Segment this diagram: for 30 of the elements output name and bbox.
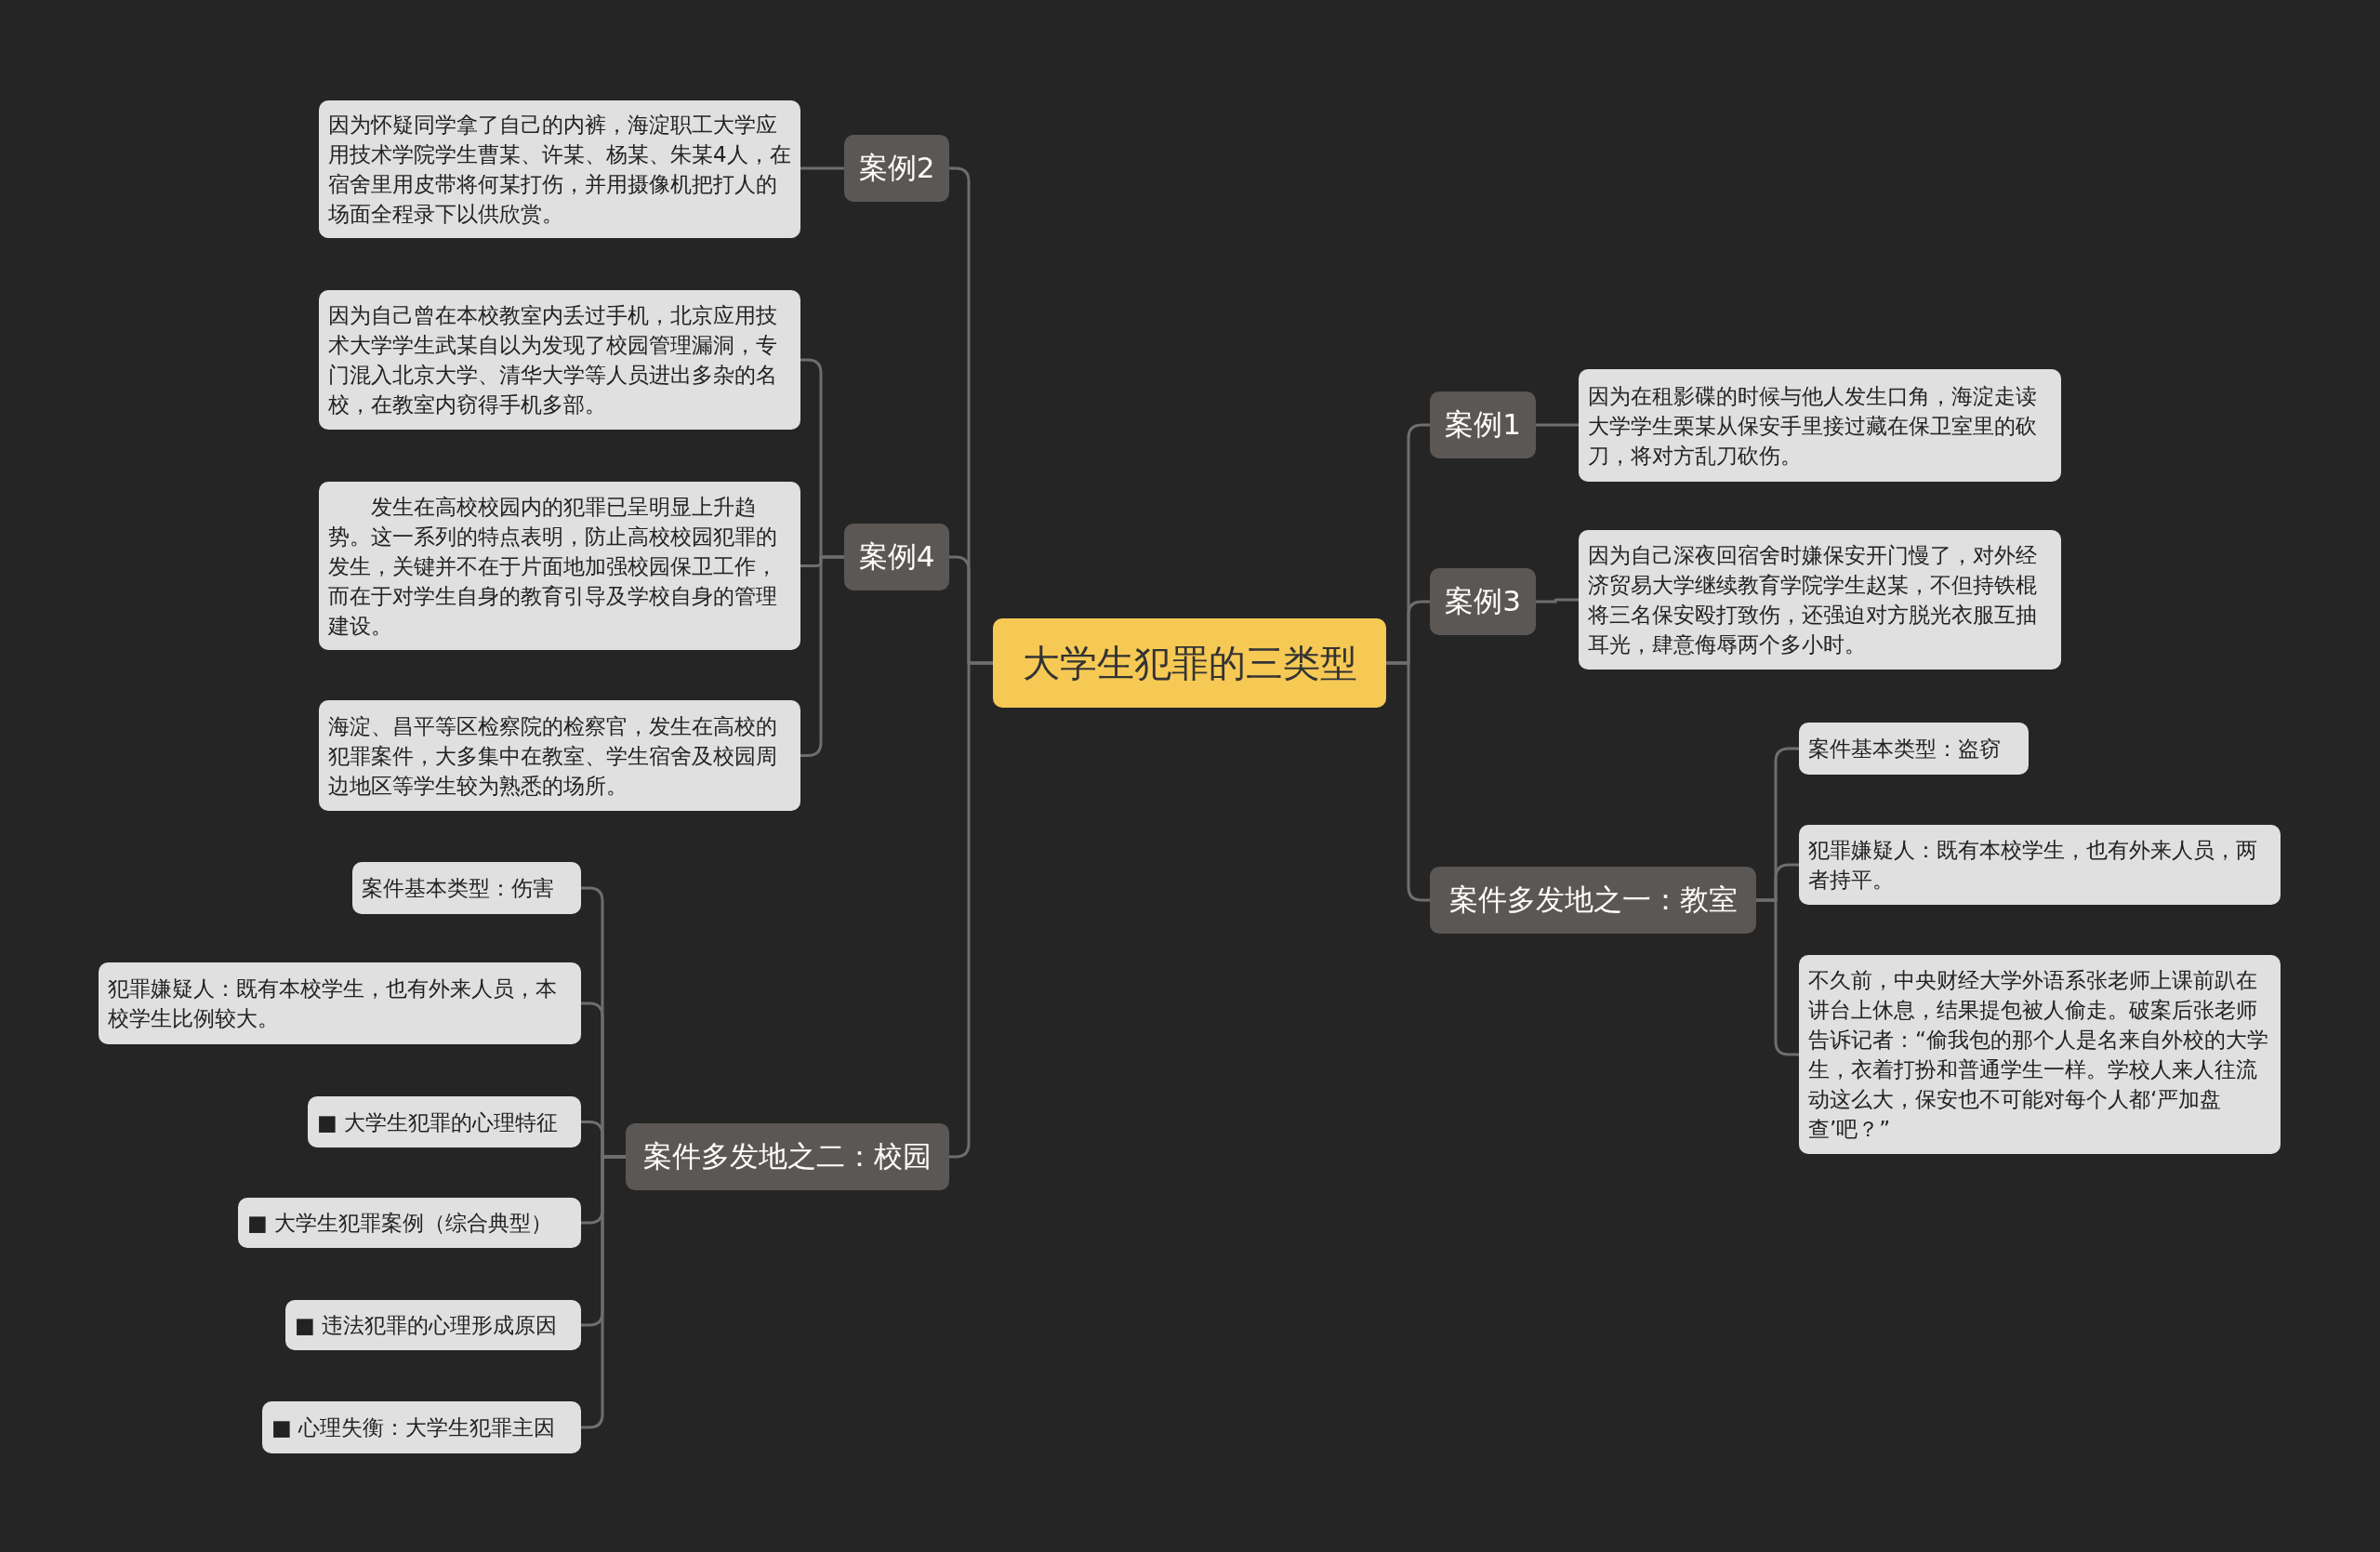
subtopic-box: ■ 违法犯罪的心理形成原因 — [285, 1300, 581, 1350]
topic-box: 案件多发地之二：校园 — [626, 1123, 949, 1190]
subtopic-box: 因为怀疑同学拿了自己的内裤，海淀职工大学应用技术学院学生曹某、许某、杨某、朱某4人，在宿舍里用皮带将何某打伤，并用摄像机把打人的场面全程录下以供欣赏。 — [319, 100, 800, 238]
topic-box: 案例4 — [844, 524, 949, 590]
subtopic-box: ■ 心理失衡：大学生犯罪主因 — [262, 1401, 581, 1453]
subtopic-box: ■ 大学生犯罪案例（综合典型） — [238, 1198, 581, 1248]
topic-box: 案例1 — [1430, 391, 1536, 458]
subtopic-box: ■ 大学生犯罪的心理特征 — [308, 1096, 581, 1147]
subtopic-box: 犯罪嫌疑人：既有本校学生，也有外来人员，两者持平。 — [1799, 825, 2281, 905]
connector-line — [1536, 598, 1579, 604]
connector-line — [800, 166, 844, 170]
connector-line — [1756, 898, 1799, 1056]
connector-line — [949, 661, 993, 1159]
subtopic-box: 因为自己曾在本校教室内丢过手机，北京应用技术大学学生武某自以为发现了校园管理漏洞，专门混入北京大学、清华大学等人员进出多杂的名校，在教室内窃得手机多部。 — [319, 290, 800, 430]
subtopic-box: 因为在租影碟的时候与他人发生口角，海淀走读大学学生栗某从保安手里接过藏在保卫室里的砍刀，将对方乱刀砍伤。 — [1579, 369, 2061, 482]
topic-box: 案例3 — [1430, 568, 1536, 635]
connector-line — [800, 555, 844, 757]
central-topic-box: 大学生犯罪的三类型 — [993, 618, 1386, 708]
topic-box: 案例2 — [844, 135, 949, 202]
subtopic-box: 海淀、昌平等区检察院的检察官，发生在高校的犯罪案件，大多集中在教室、学生宿舍及校园周边地区等学生较为熟悉的场所。 — [319, 700, 800, 811]
subtopic-box: 因为自己深夜回宿舍时嫌保安开门慢了，对外经济贸易大学继续教育学院学生赵某，不但持铁棍将三名保安殴打致伤，还强迫对方脱光衣服互抽耳光，肆意侮辱两个多小时。 — [1579, 530, 2061, 670]
subtopic-box: 犯罪嫌疑人：既有本校学生，也有外来人员，本校学生比例较大。 — [99, 962, 581, 1044]
topic-box: 案件多发地之一：教室 — [1430, 867, 1756, 934]
subtopic-box: 案件基本类型：盗窃 — [1799, 723, 2029, 775]
subtopic-box: 不久前，中央财经大学外语系张老师上课前趴在讲台上休息，结果提包被人偷走。破案后张老师告诉记者：“偷我包的那个人是名来自外校的大学生，衣着打扮和普通学生一样。学校人来人往流动这么大，保安也不可能对每个人都‘严加盘查’吧？” — [1799, 955, 2281, 1154]
subtopic-box: 发生在高校校园内的犯罪已呈明显上升趋势。这一系列的特点表明，防止高校校园犯罪的发生，关键并不在于片面地加强校园保卫工作，而在于对学生自身的教育引导及学校自身的管理建设。 — [319, 482, 800, 650]
connector-line — [581, 1155, 626, 1429]
subtopic-box: 案件基本类型：伤害 — [352, 862, 581, 914]
connector-line — [1386, 661, 1430, 902]
connector-line — [1536, 423, 1579, 427]
